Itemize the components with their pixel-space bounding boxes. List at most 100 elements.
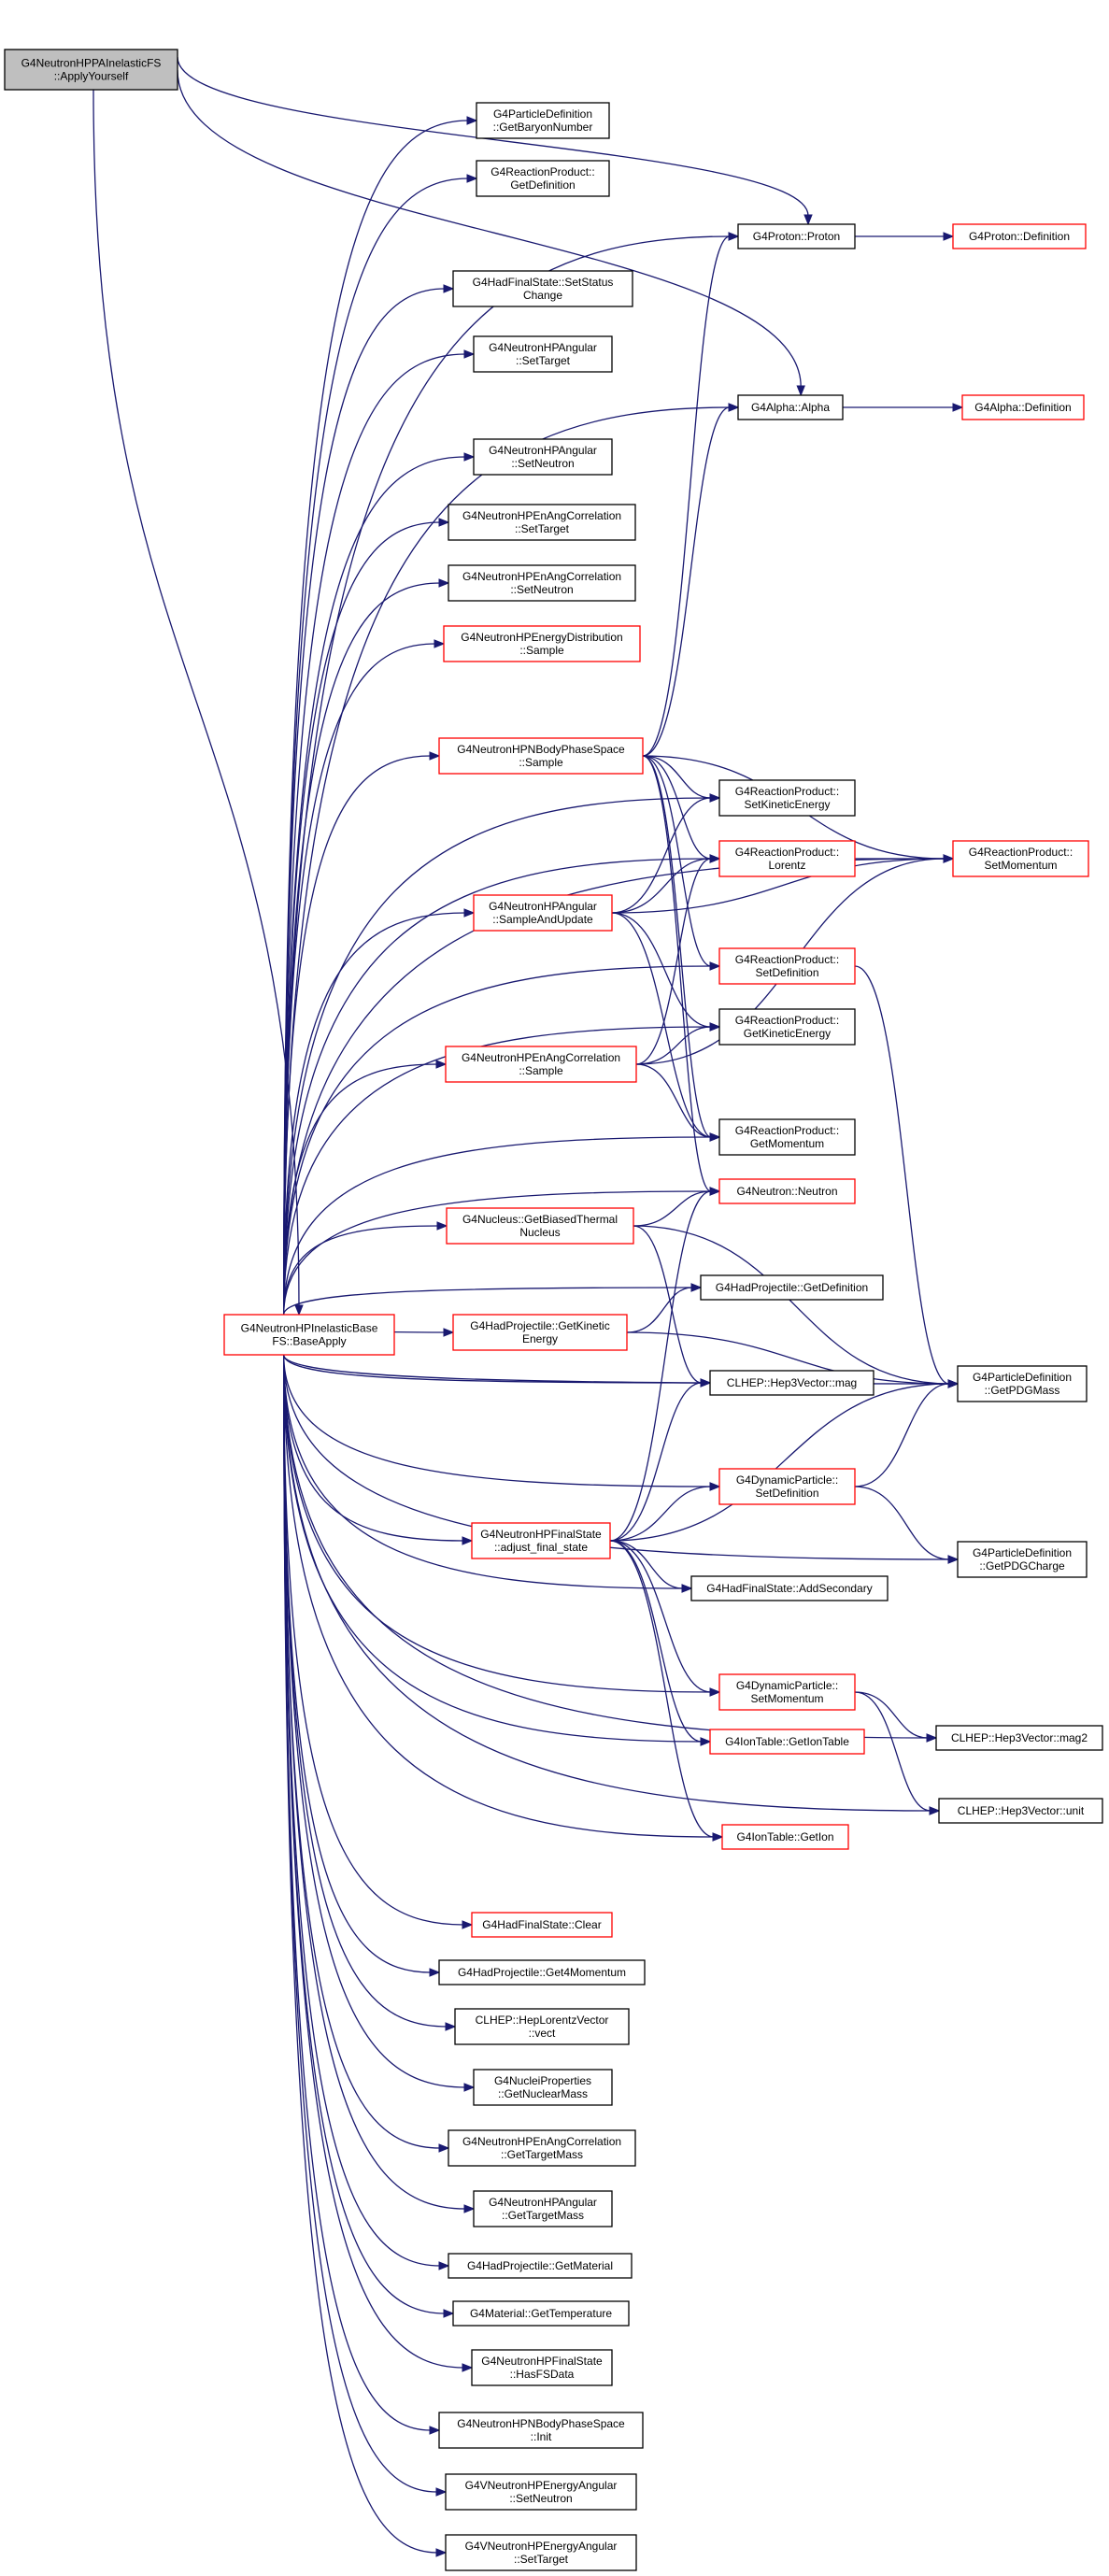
node-box-enAngTM[interactable] [448, 2129, 636, 2167]
node-rpGetMom[interactable]: G4ReactionProduct::GetMomentum [718, 1118, 856, 1156]
node-box-unit[interactable] [938, 1798, 1103, 1824]
node-box-clear[interactable] [471, 1912, 613, 1938]
node-box-enDistSample[interactable] [443, 625, 641, 662]
node-box-dpSetMom[interactable] [718, 1673, 856, 1711]
node-box-hpGetKin[interactable] [452, 1314, 628, 1351]
node-vect[interactable]: CLHEP::HepLorentzVector::vect [454, 2008, 630, 2045]
node-protonDef[interactable]: G4Proton::Definition [952, 223, 1087, 249]
node-mag[interactable]: CLHEP::Hep3Vector::mag [709, 1370, 874, 1396]
node-box-mag2[interactable] [935, 1725, 1103, 1751]
node-pdgMass[interactable]: G4ParticleDefinition::GetPDGMass [957, 1365, 1088, 1402]
node-pdgCharge[interactable]: G4ParticleDefinition::GetPDGCharge [957, 1541, 1088, 1578]
node-addSec[interactable]: G4HadFinalState::AddSecondary [690, 1575, 889, 1601]
node-angTM[interactable]: G4NeutronHPAngular::GetTargetMass [473, 2190, 613, 2227]
node-rpLorentz[interactable]: G4ReactionProduct::Lorentz [718, 840, 856, 877]
node-box-angTM[interactable] [473, 2190, 613, 2227]
node-box-nbodyInit[interactable] [438, 2412, 644, 2449]
node-box-addSec[interactable] [690, 1575, 889, 1601]
node-box-vect[interactable] [454, 2008, 630, 2045]
node-box-alphaDef[interactable] [961, 394, 1085, 420]
node-box-hpGetMat[interactable] [448, 2253, 633, 2279]
node-box-mag[interactable] [709, 1370, 874, 1396]
node-nbodyInit[interactable]: G4NeutronHPNBodyPhaseSpace::Init [438, 2412, 644, 2449]
node-clear[interactable]: G4HadFinalState::Clear [471, 1912, 613, 1938]
node-box-rpGetKin[interactable] [718, 1008, 856, 1046]
node-getIon[interactable]: G4IonTable::GetIon [721, 1824, 849, 1850]
node-angSetTarget[interactable]: G4NeutronHPAngular::SetTarget [473, 335, 613, 373]
node-enAngSetNeutron[interactable]: G4NeutronHPEnAngCorrelation::SetNeutron [448, 564, 636, 602]
node-enAngSample[interactable]: G4NeutronHPEnAngCorrelation::Sample [445, 1046, 637, 1083]
node-box-rpLorentz[interactable] [718, 840, 856, 877]
node-box-veaSetN[interactable] [445, 2473, 637, 2511]
node-box-rpGetDef[interactable] [476, 160, 610, 197]
node-adjust[interactable]: G4NeutronHPFinalState::adjust_final_stat… [471, 1522, 611, 1559]
node-box-base[interactable] [223, 1314, 395, 1356]
node-box-hasFS[interactable] [471, 2349, 613, 2386]
node-box-get4mom[interactable] [438, 1959, 646, 1985]
node-box-nucleus[interactable] [446, 1207, 634, 1245]
node-neutron[interactable]: G4Neutron::Neutron [718, 1178, 856, 1204]
node-getBaryon[interactable]: G4ParticleDefinition::GetBaryonNumber [476, 102, 610, 139]
node-rpSetKin[interactable]: G4ReactionProduct::SetKineticEnergy [718, 779, 856, 817]
node-box-rpSetDef[interactable] [718, 947, 856, 985]
node-enAngSetTarget[interactable]: G4NeutronHPEnAngCorrelation::SetTarget [448, 504, 636, 541]
node-box-pdgCharge[interactable] [957, 1541, 1088, 1578]
node-box-enAngSample[interactable] [445, 1046, 637, 1083]
node-enAngTM[interactable]: G4NeutronHPEnAngCorrelation::GetTargetMa… [448, 2129, 636, 2167]
node-hpGetKin[interactable]: G4HadProjectile::GetKineticEnergy [452, 1314, 628, 1351]
node-box-adjust[interactable] [471, 1522, 611, 1559]
node-get4mom[interactable]: G4HadProjectile::Get4Momentum [438, 1959, 646, 1985]
node-box-rpGetMom[interactable] [718, 1118, 856, 1156]
node-enDistSample[interactable]: G4NeutronHPEnergyDistribution::Sample [443, 625, 641, 662]
node-nuclMass[interactable]: G4NucleiProperties::GetNuclearMass [473, 2069, 613, 2106]
node-box-alpha[interactable] [737, 394, 844, 420]
node-rpSetDef[interactable]: G4ReactionProduct::SetDefinition [718, 947, 856, 985]
node-box-matTemp[interactable] [452, 2300, 630, 2327]
node-box-angSetTarget[interactable] [473, 335, 613, 373]
node-rpGetKin[interactable]: G4ReactionProduct::GetKineticEnergy [718, 1008, 856, 1046]
node-hasFS[interactable]: G4NeutronHPFinalState::HasFSData [471, 2349, 613, 2386]
node-box-enAngSetTarget[interactable] [448, 504, 636, 541]
node-box-getIonTable[interactable] [709, 1729, 865, 1755]
node-angSetNeutron[interactable]: G4NeutronHPAngular::SetNeutron [473, 438, 613, 476]
node-hpGetMat[interactable]: G4HadProjectile::GetMaterial [448, 2253, 633, 2279]
node-box-getBaryon[interactable] [476, 102, 610, 139]
node-alpha[interactable]: G4Alpha::Alpha [737, 394, 844, 420]
node-box-veaSetT[interactable] [445, 2534, 637, 2571]
node-box-hpGetDef[interactable] [700, 1274, 884, 1301]
node-matTemp[interactable]: G4Material::GetTemperature [452, 2300, 630, 2327]
node-veaSetN[interactable]: G4VNeutronHPEnergyAngular::SetNeutron [445, 2473, 637, 2511]
node-box-enAngSetNeutron[interactable] [448, 564, 636, 602]
node-box-setStatus[interactable] [452, 270, 633, 307]
node-box-proton[interactable] [737, 223, 856, 249]
node-box-root[interactable] [4, 49, 178, 91]
node-dpSetDef[interactable]: G4DynamicParticle::SetDefinition [718, 1468, 856, 1505]
node-box-nbodySample[interactable] [438, 737, 644, 775]
node-proton[interactable]: G4Proton::Proton [737, 223, 856, 249]
node-dpSetMom[interactable]: G4DynamicParticle::SetMomentum [718, 1673, 856, 1711]
node-root[interactable]: G4NeutronHPPAInelasticFS::ApplyYourself [4, 49, 178, 91]
node-box-pdgMass[interactable] [957, 1365, 1088, 1402]
node-getIonTable[interactable]: G4IonTable::GetIonTable [709, 1729, 865, 1755]
node-box-rpSetMom[interactable] [952, 840, 1089, 877]
node-nbodySample[interactable]: G4NeutronHPNBodyPhaseSpace::Sample [438, 737, 644, 775]
node-alphaDef[interactable]: G4Alpha::Definition [961, 394, 1085, 420]
node-veaSetT[interactable]: G4VNeutronHPEnergyAngular::SetTarget [445, 2534, 637, 2571]
node-hpGetDef[interactable]: G4HadProjectile::GetDefinition [700, 1274, 884, 1301]
node-box-rpSetKin[interactable] [718, 779, 856, 817]
node-rpGetDef[interactable]: G4ReactionProduct::GetDefinition [476, 160, 610, 197]
node-box-getIon[interactable] [721, 1824, 849, 1850]
node-box-angSampleUpd[interactable] [473, 894, 613, 932]
node-box-dpSetDef[interactable] [718, 1468, 856, 1505]
node-unit[interactable]: CLHEP::Hep3Vector::unit [938, 1798, 1103, 1824]
node-angSampleUpd[interactable]: G4NeutronHPAngular::SampleAndUpdate [473, 894, 613, 932]
node-box-neutron[interactable] [718, 1178, 856, 1204]
node-box-angSetNeutron[interactable] [473, 438, 613, 476]
node-box-protonDef[interactable] [952, 223, 1087, 249]
node-box-nuclMass[interactable] [473, 2069, 613, 2106]
node-rpSetMom[interactable]: G4ReactionProduct::SetMomentum [952, 840, 1089, 877]
node-mag2[interactable]: CLHEP::Hep3Vector::mag2 [935, 1725, 1103, 1751]
